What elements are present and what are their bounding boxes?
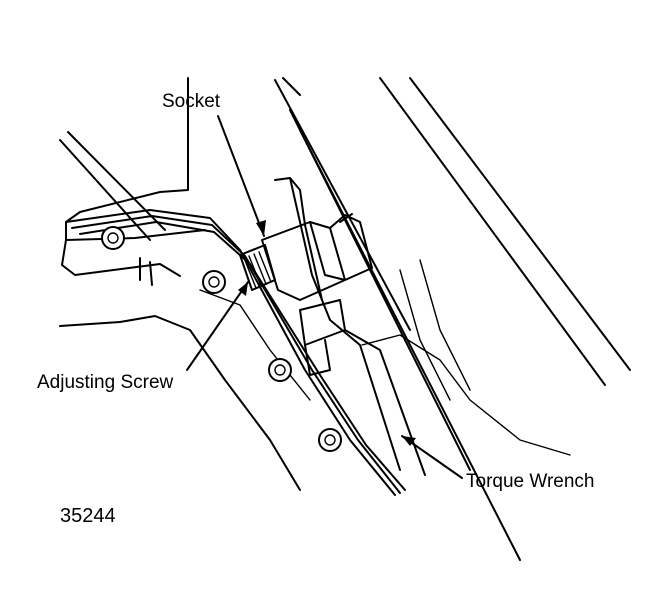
housing-outline — [59, 77, 631, 561]
socket-arrowhead — [256, 220, 266, 236]
adjusting-screw-arrowhead — [238, 282, 248, 296]
torque-wrench-arrowhead — [402, 436, 416, 446]
torque-wrench-label: Torque Wrench — [466, 471, 595, 492]
oil-pan — [59, 77, 406, 496]
figure-number: 35244 — [60, 505, 116, 527]
pan-bolts — [101, 226, 342, 452]
torque-wrench-shape — [274, 177, 571, 476]
socket-shape — [261, 213, 373, 301]
adjusting-screw-label: Adjusting Screw — [37, 372, 174, 393]
socket-label: Socket — [162, 91, 221, 112]
leader-lines — [186, 115, 463, 479]
